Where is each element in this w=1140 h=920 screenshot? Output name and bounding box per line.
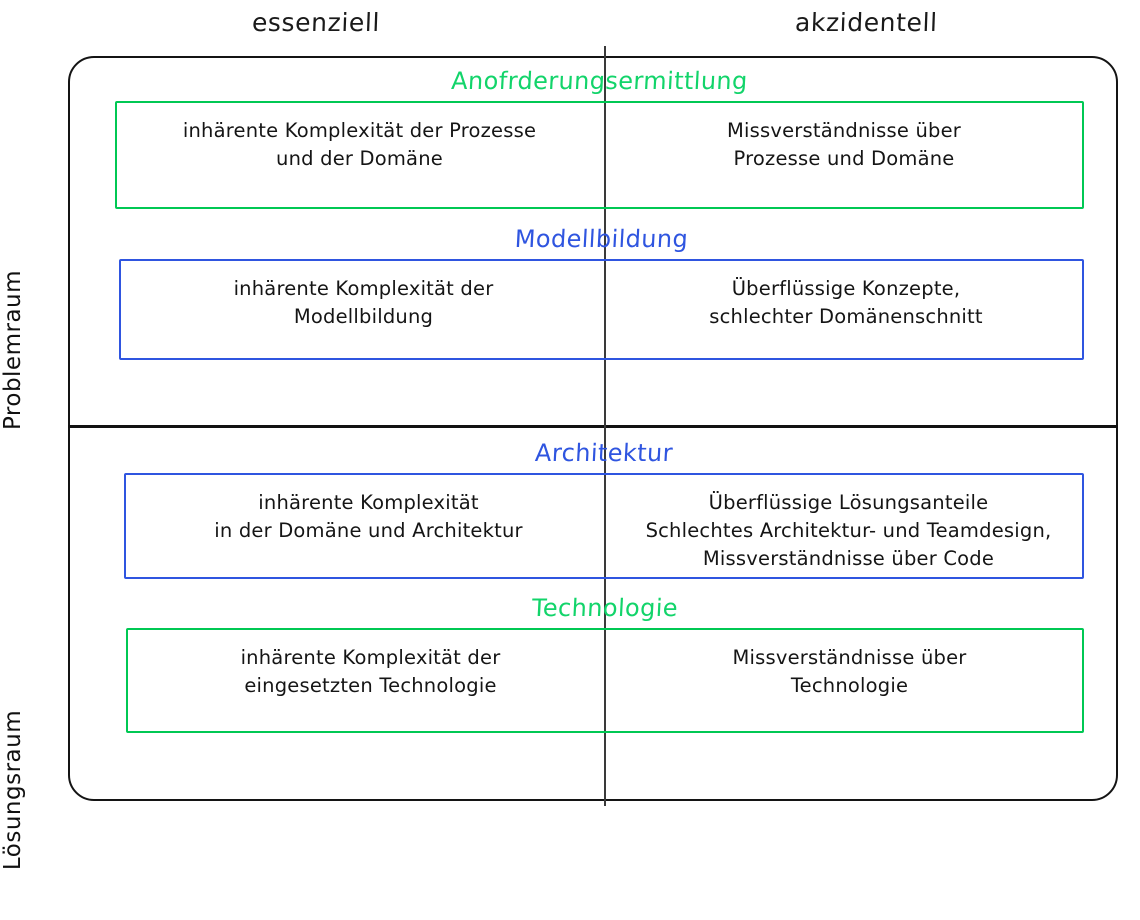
cell-text-line: Missverständnisse über [732, 646, 967, 669]
cell-text-line: Überflüssige Lösungsanteile [708, 491, 989, 514]
block-border-anforderungsermittlung [115, 101, 1084, 209]
cell-text-line: Missverständnisse über [726, 119, 962, 142]
block-anforderungsermittlung: Anofrderungsermittlung inhärente Komplex… [115, 67, 1084, 209]
cell-technologie-akzidentell: Missverständnisse über Technologie [615, 628, 1084, 733]
block-modellbildung: Modellbildung inhärente Komplexität der … [119, 225, 1084, 360]
block-technologie: Technologie inhärente Komplexität der ei… [126, 594, 1084, 733]
block-border-architektur [124, 473, 1084, 579]
cell-modellbildung-essenziell: inhärente Komplexität der Modellbildung [119, 259, 608, 360]
block-architektur: Architektur inhärente Komplexität in der… [124, 439, 1084, 579]
cell-text-line: Technologie [790, 674, 909, 697]
outer-frame [68, 56, 1118, 801]
block-title-technologie: Technologie [531, 594, 679, 622]
cell-architektur-essenziell: inhärente Komplexität in der Domäne und … [124, 473, 613, 579]
block-title-architektur: Architektur [534, 439, 674, 467]
block-title-anforderungsermittlung: Anofrderungsermittlung [450, 67, 749, 95]
column-header-essenziell: essenziell [251, 8, 381, 37]
cell-anforderungsermittlung-akzidentell: Missverständnisse über Prozesse und Domä… [604, 101, 1084, 209]
cell-text-line: Überflüssige Konzepte, [731, 277, 961, 300]
cell-text-line: Modellbildung [293, 305, 434, 328]
cell-text-line: Schlechtes Architektur- und Teamdesign, [645, 519, 1052, 542]
block-border-modellbildung [119, 259, 1084, 360]
diagram-canvas: essenziell akzidentell Problemraum Lösun… [0, 8, 1118, 871]
column-header-akzidentell: akzidentell [794, 8, 939, 37]
cell-anforderungsermittlung-essenziell: inhärente Komplexität der Prozesse und d… [115, 101, 604, 209]
cell-text-line: eingesetzten Technologie [244, 674, 497, 697]
problem-solution-divider [68, 425, 1118, 428]
cell-text-line: und der Domäne [276, 147, 443, 170]
cell-text-line: inhärente Komplexität der [240, 646, 501, 669]
cell-technologie-essenziell: inhärente Komplexität der eingesetzten T… [126, 628, 615, 733]
cell-text-line: inhärente Komplexität der Prozesse [182, 119, 537, 142]
cell-text-line: inhärente Komplexität [258, 491, 479, 514]
space-label-problemraum: Problemraum [0, 269, 26, 431]
cell-text-line: Prozesse und Domäne [733, 147, 955, 170]
essenziell-akzidentell-divider [604, 46, 606, 806]
cell-text-line: in der Domäne und Architektur [214, 519, 523, 542]
cell-text-line: Missverständnisse über Code [702, 547, 995, 570]
cell-architektur-akzidentell: Überflüssige Lösungsanteile Schlechtes A… [613, 473, 1084, 579]
cell-text-line: inhärente Komplexität der [233, 277, 494, 300]
cell-modellbildung-akzidentell: Überflüssige Konzepte, schlechter Domäne… [608, 259, 1084, 360]
block-title-modellbildung: Modellbildung [514, 225, 689, 253]
block-border-technologie [126, 628, 1084, 733]
space-label-loesungsraum: Lösungsraum [0, 709, 26, 871]
cell-text-line: schlechter Domänenschnitt [709, 305, 983, 328]
